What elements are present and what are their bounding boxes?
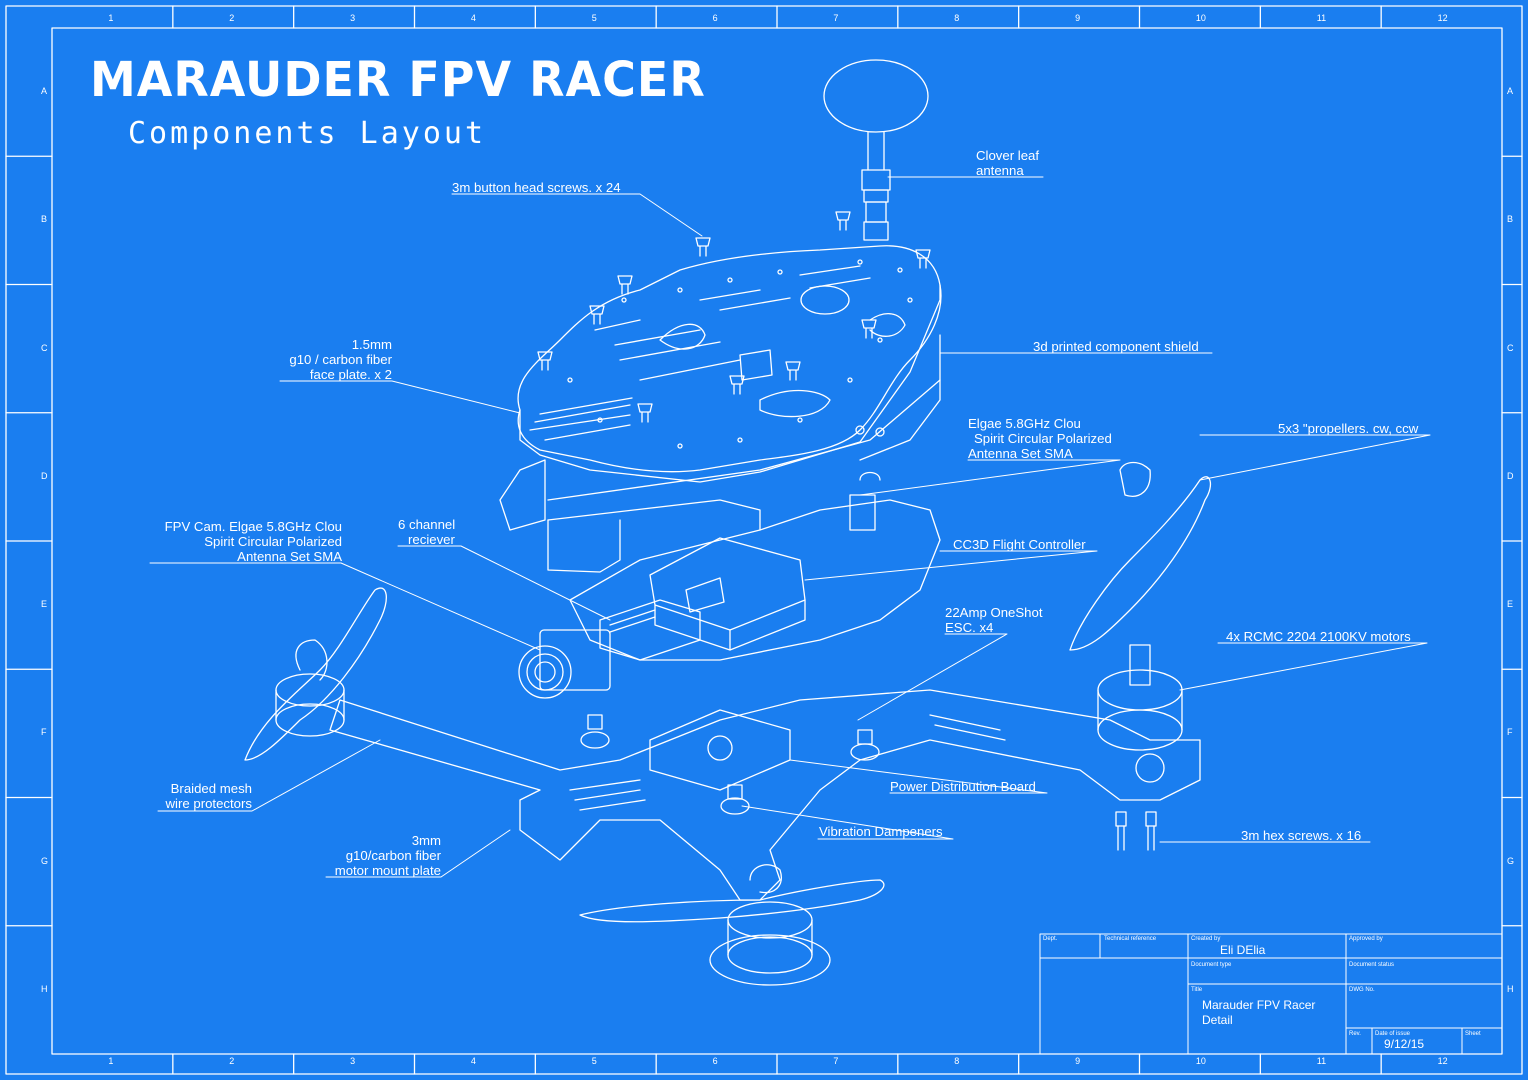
tb-dwg-label: DWG No. bbox=[1349, 987, 1375, 993]
tb-date: 9/12/15 bbox=[1384, 1037, 1425, 1051]
column-marker: 10 bbox=[1195, 13, 1206, 23]
tb-doc-type-label: Document type bbox=[1191, 962, 1232, 968]
column-marker: 11 bbox=[1316, 1056, 1327, 1066]
drawing-subtitle: Components Layout bbox=[128, 116, 487, 151]
tb-created-by-label: Created by bbox=[1191, 936, 1221, 942]
clover-leaf-antenna bbox=[823, 59, 929, 241]
label-propellers: 5x3 "propellers. cw, ccw bbox=[1278, 421, 1419, 436]
label-power-distribution-board: Power Distribution Board bbox=[890, 779, 1036, 794]
column-marker: 4 bbox=[470, 1056, 476, 1066]
propeller-right bbox=[1069, 461, 1212, 651]
column-marker: 7 bbox=[833, 1056, 839, 1066]
propeller-left bbox=[244, 587, 387, 761]
row-marker: C bbox=[41, 342, 48, 353]
label-hex-screws: 3m hex screws. x 16 bbox=[1241, 828, 1362, 843]
row-marker: D bbox=[1507, 470, 1514, 481]
tb-approved-by-label: Approved by bbox=[1349, 936, 1383, 942]
receiver bbox=[599, 599, 701, 661]
row-marker: F bbox=[41, 727, 47, 738]
frame-ticks bbox=[5, 5, 1523, 1075]
column-marker: 5 bbox=[591, 13, 597, 23]
column-marker: 10 bbox=[1195, 1056, 1206, 1066]
column-marker: 2 bbox=[229, 1056, 235, 1066]
column-marker: 9 bbox=[1075, 1056, 1081, 1066]
face-plate bbox=[517, 245, 942, 483]
propeller-bottom bbox=[579, 864, 885, 923]
tb-date-label: Date of issue bbox=[1375, 1031, 1411, 1037]
cc3d-flight-controller bbox=[649, 537, 806, 651]
column-marker: 12 bbox=[1437, 13, 1448, 23]
tb-doc-status-label: Document status bbox=[1349, 962, 1395, 968]
column-marker: 5 bbox=[591, 1056, 597, 1066]
tb-sheet-label: Sheet bbox=[1465, 1031, 1481, 1037]
power-distribution-board bbox=[649, 709, 791, 791]
label-motors: 4x RCMC 2204 2100KV motors bbox=[1226, 629, 1411, 644]
label-component-shield: 3d printed component shield bbox=[1033, 339, 1199, 354]
column-marker: 6 bbox=[712, 1056, 718, 1066]
row-marker: G bbox=[1507, 855, 1515, 866]
tb-tech-ref-label: Technical reference bbox=[1104, 936, 1157, 942]
motor-left bbox=[275, 673, 345, 737]
motor-mount-plate bbox=[329, 689, 1201, 901]
label-button-head-screws: 3m button head screws. x 24 bbox=[452, 180, 621, 195]
vibration-dampeners bbox=[580, 714, 880, 815]
row-marker: H bbox=[41, 983, 48, 994]
motor-right bbox=[1097, 644, 1183, 751]
column-marker: 9 bbox=[1075, 13, 1081, 23]
column-marker: 3 bbox=[350, 13, 356, 23]
row-marker: H bbox=[1507, 983, 1514, 994]
column-marker: 8 bbox=[954, 1056, 960, 1066]
tb-dept-label: Dept. bbox=[1043, 936, 1058, 942]
button-head-screws bbox=[537, 211, 931, 423]
title-block-lines bbox=[1039, 933, 1503, 1055]
column-marker: 6 bbox=[712, 13, 718, 23]
row-marker: E bbox=[1507, 599, 1514, 610]
middle-plate bbox=[569, 471, 941, 661]
column-marker: 1 bbox=[108, 1056, 114, 1066]
tb-rev-label: Rev. bbox=[1349, 1031, 1361, 1037]
label-vibration-dampeners: Vibration Dampeners bbox=[819, 824, 943, 839]
row-marker: A bbox=[41, 86, 48, 97]
row-marker: B bbox=[1507, 214, 1514, 225]
row-marker: E bbox=[41, 599, 48, 610]
column-marker: 11 bbox=[1316, 13, 1327, 23]
drawing-title: MARAUDER FPV RACER bbox=[90, 50, 706, 108]
row-marker: B bbox=[41, 214, 48, 225]
tb-title-line1: Marauder FPV Racer bbox=[1202, 998, 1316, 1012]
component-shield bbox=[499, 334, 941, 573]
hex-screws bbox=[1115, 811, 1157, 851]
column-marker: 8 bbox=[954, 13, 960, 23]
tb-title-line2: Detail bbox=[1202, 1013, 1233, 1027]
column-marker: 2 bbox=[229, 13, 235, 23]
column-marker: 12 bbox=[1437, 1056, 1448, 1066]
column-marker: 7 bbox=[833, 13, 839, 23]
tb-title-label: Title bbox=[1191, 987, 1203, 993]
outer-frame bbox=[5, 5, 1523, 1075]
column-marker: 4 bbox=[470, 13, 476, 23]
motor-bottom bbox=[709, 901, 831, 986]
row-marker: G bbox=[41, 855, 49, 866]
leader-lines bbox=[149, 176, 1431, 878]
column-marker: 3 bbox=[350, 1056, 356, 1066]
row-marker: F bbox=[1507, 727, 1513, 738]
row-marker: C bbox=[1507, 342, 1514, 353]
row-marker: D bbox=[41, 470, 48, 481]
tb-created-by: Eli DElia bbox=[1220, 943, 1266, 957]
label-flight-controller: CC3D Flight Controller bbox=[953, 537, 1086, 552]
fpv-camera bbox=[518, 629, 611, 699]
row-marker: A bbox=[1507, 86, 1514, 97]
column-marker: 1 bbox=[108, 13, 114, 23]
